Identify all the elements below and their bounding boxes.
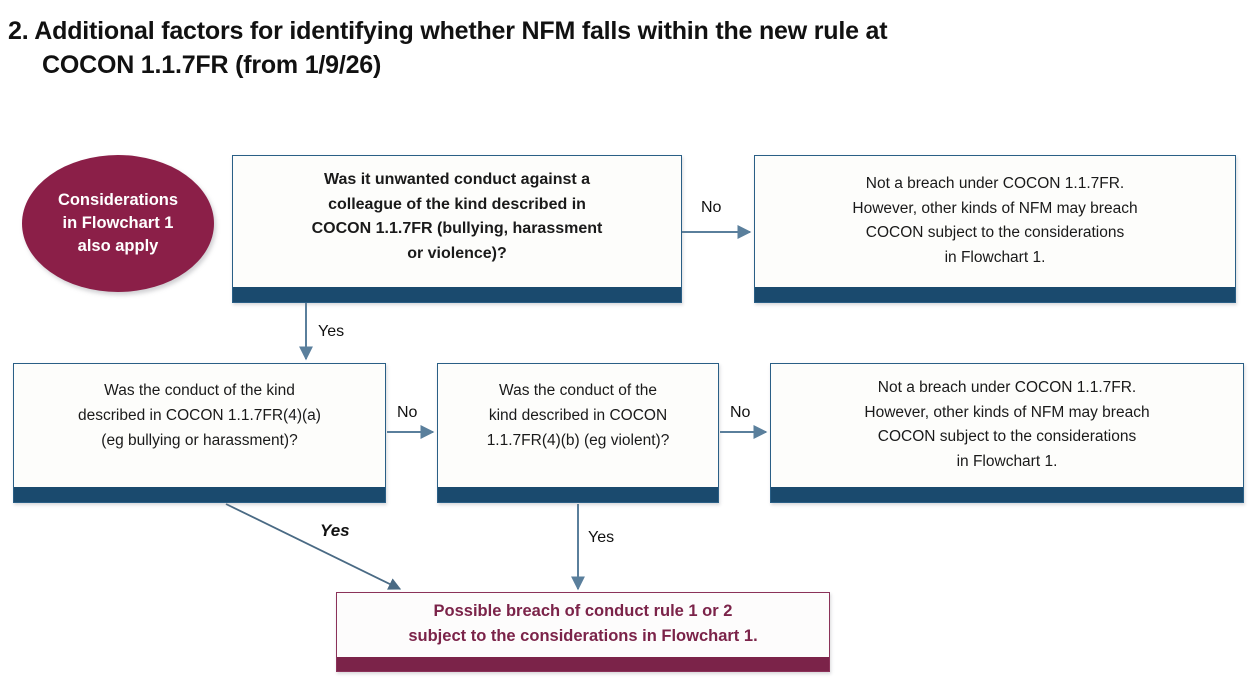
edge-label-no-q2: No [397,404,418,421]
text-line: Not a breach under COCON 1.1.7FR. [865,175,1125,192]
edge-label-yes-q1: Yes [318,323,345,340]
edge-label-no-q3: No [730,404,751,421]
text-line: Was the conduct of the [499,382,657,399]
text-line: Possible breach of conduct rule 1 or 2 [433,602,733,620]
text-line: subject to the considerations in Flowcha… [408,627,758,645]
text-line: COCON subject to the considerations [877,428,1137,445]
decision-box-accent-bar [14,487,385,502]
outcome-box-not-a-breach-bottom: Not a breach under COCON 1.1.7FR. Howeve… [770,363,1244,503]
page-title-line-2: COCON 1.1.7FR (from 1/9/26) [42,51,382,79]
page-title-line-1: 2. Additional factors for identifying wh… [8,17,888,45]
result-box-possible-breach: Possible breach of conduct rule 1 or 2 s… [336,592,830,672]
decision-box-unwanted-conduct-text: Was it unwanted conduct against a collea… [233,156,681,287]
text-line: in Flowchart 1. [956,452,1058,470]
text-line: COCON 1.1.7FR (bullying, harassment [311,220,603,237]
text-line: Not a breach under COCON 1.1.7FR. [877,379,1137,396]
considerations-oval-line-1: Considerations [57,191,179,209]
decision-box-cocon-4b: Was the conduct of the kind described in… [437,363,719,503]
text-line: in Flowchart 1. [944,248,1046,266]
edge-label-yes-q3: Yes [588,529,615,546]
outcome-box-accent-bar [755,287,1235,302]
result-box-possible-breach-text: Possible breach of conduct rule 1 or 2 s… [337,593,829,657]
text-line: However, other kinds of NFM may breach [864,403,1150,421]
considerations-oval: Considerations in Flowchart 1 also apply [22,155,214,292]
text-line: However, other kinds of NFM may breach [852,199,1138,217]
outcome-box-accent-bar [771,487,1243,502]
text-line: Was it unwanted conduct against a [323,171,591,188]
decision-box-unwanted-conduct: Was it unwanted conduct against a collea… [232,155,682,303]
considerations-oval-line-3: also apply [77,237,159,255]
outcome-box-not-a-breach-top-text: Not a breach under COCON 1.1.7FR. Howeve… [755,156,1235,287]
text-line: 1.1.7FR(4)(b) (eg violent)? [486,432,670,449]
considerations-oval-line-2: in Flowchart 1 [62,214,174,232]
outcome-box-not-a-breach-bottom-text: Not a breach under COCON 1.1.7FR. Howeve… [771,364,1243,487]
decision-box-accent-bar [438,487,718,502]
connector-q2-to-result [225,503,402,590]
text-line: kind described in COCON [488,407,668,424]
edge-label-yes-q2: Yes [320,521,350,540]
edge-label-no-q1: No [701,199,722,216]
text-line: Was the conduct of the kind [104,382,295,399]
result-box-accent-bar [337,657,829,671]
decision-box-cocon-4a-text: Was the conduct of the kind described in… [14,364,385,487]
decision-box-accent-bar [233,287,681,302]
text-line: colleague of the kind described in [328,195,586,213]
decision-box-cocon-4a: Was the conduct of the kind described in… [13,363,386,503]
text-line: described in COCON 1.1.7FR(4)(a) [78,407,321,424]
decision-box-cocon-4b-text: Was the conduct of the kind described in… [438,364,718,487]
outcome-box-not-a-breach-top: Not a breach under COCON 1.1.7FR. Howeve… [754,155,1236,303]
text-line: (eg bullying or harassment)? [101,432,298,449]
text-line: or violence)? [407,244,507,262]
page-title: 2. Additional factors for identifying wh… [8,14,1208,82]
text-line: COCON subject to the considerations [865,224,1125,241]
